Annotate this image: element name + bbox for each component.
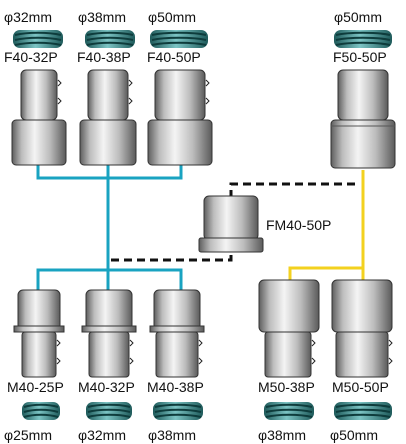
top-hose-icons — [13, 30, 392, 48]
fitting-M50-50P — [331, 279, 393, 378]
bottom-hose-icons — [22, 402, 392, 420]
adapter-code: FM40-50P — [266, 217, 331, 233]
blue-connector-lines — [36, 165, 183, 290]
hose-icon — [85, 30, 135, 48]
bottom-codes: M40-25P M40-32P M40-38P M50-38P M50-50P — [7, 379, 389, 395]
hose-icon — [13, 30, 63, 48]
hose-icon — [22, 402, 60, 420]
male40-diameter-2: φ32mm — [78, 427, 126, 443]
male40-diameter-3: φ38mm — [148, 427, 196, 443]
hose-icon — [153, 402, 203, 420]
fitting-F40-38P — [79, 69, 137, 166]
fitting-M50-38P — [258, 279, 320, 378]
female-code-4: F50-50P — [333, 49, 387, 65]
male50-code-1: M50-38P — [258, 379, 315, 395]
male50-diameter-2: φ50mm — [330, 427, 378, 443]
hose-icon — [334, 402, 392, 420]
female-diameter-1: φ32mm — [4, 9, 52, 25]
hose-icon — [334, 30, 392, 48]
top-labels: φ32mm φ38mm φ50mm φ50mm F40-32P F40-38P … — [4, 9, 387, 65]
female-code-1: F40-32P — [4, 49, 58, 65]
male40-code-1: M40-25P — [7, 379, 64, 395]
male40-code-2: M40-32P — [78, 379, 135, 395]
yellow-connector-lines — [288, 170, 365, 280]
fitting-M40-25P — [13, 289, 65, 378]
male50-code-2: M50-50P — [332, 379, 389, 395]
hose-icon — [86, 402, 132, 420]
female-diameter-3: φ50mm — [148, 9, 196, 25]
female-code-2: F40-38P — [77, 49, 131, 65]
female-diameter-2: φ38mm — [78, 9, 126, 25]
hose-icon — [150, 30, 208, 48]
fitting-M40-38P — [149, 289, 205, 378]
fitting-F50-50P — [330, 69, 396, 169]
fitting-F40-50P — [147, 69, 213, 166]
fitting-F40-32P — [11, 69, 67, 166]
dashed-connector-lines — [111, 182, 358, 262]
female-diameter-4: φ50mm — [334, 9, 382, 25]
male40-code-3: M40-38P — [147, 379, 204, 395]
fitting-M40-32P — [81, 289, 137, 378]
female-code-3: F40-50P — [147, 49, 201, 65]
hose-icon — [264, 402, 314, 420]
male50-diameter-1: φ38mm — [258, 427, 306, 443]
bottom-diameters: φ25mm φ32mm φ38mm φ38mm φ50mm — [4, 427, 378, 443]
male40-diameter-1: φ25mm — [4, 427, 52, 443]
fitting-FM40-50P — [198, 195, 264, 253]
